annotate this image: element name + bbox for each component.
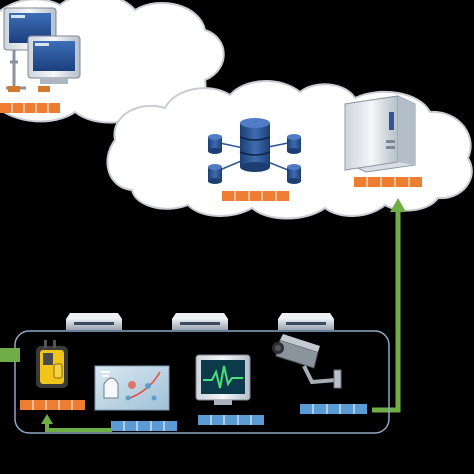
tower-server-icon xyxy=(344,95,416,173)
heart-rate-monitor-icon xyxy=(195,354,251,405)
network-switch-icon xyxy=(66,313,334,330)
packet-mobile xyxy=(20,400,85,410)
pager-device-icon xyxy=(36,340,68,388)
packet-camera xyxy=(300,404,367,414)
return-arrow xyxy=(41,414,112,432)
left-edge-connector xyxy=(0,348,20,362)
packet-workstations xyxy=(0,103,60,113)
desktop-computers-icon xyxy=(3,7,81,92)
device-network-boundary xyxy=(14,330,390,434)
packet-database xyxy=(222,191,289,201)
packet-monitor xyxy=(198,415,264,425)
packet-server xyxy=(354,177,422,187)
packet-health-panel xyxy=(111,421,177,431)
uplink-arrow xyxy=(372,198,406,413)
distributed-database-icon xyxy=(208,118,301,184)
security-camera-icon xyxy=(272,334,342,389)
wearable-health-panel-icon xyxy=(94,365,170,411)
